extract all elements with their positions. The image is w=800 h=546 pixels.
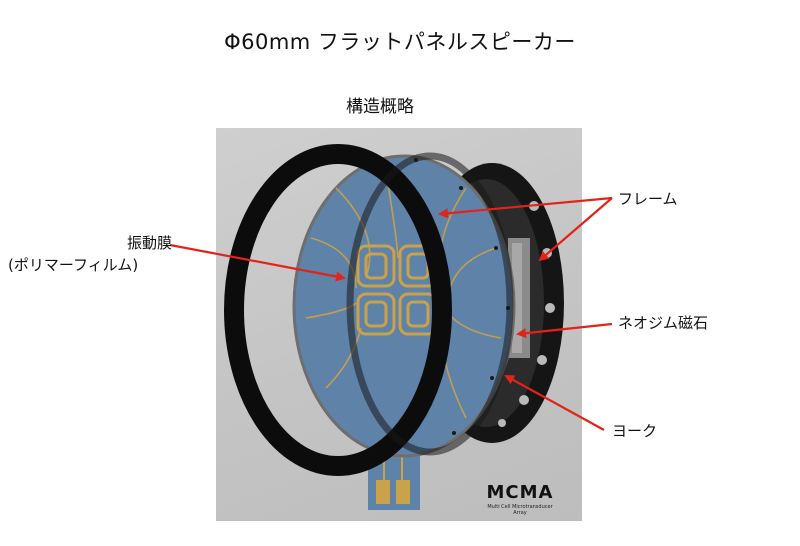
tail-pad-right [396, 480, 410, 504]
mcma-logo: MCMA Multi Cell Microtransducer Array [480, 482, 560, 516]
frame-ring [224, 144, 452, 476]
speaker-render [224, 144, 564, 510]
magnet-arrow [516, 322, 613, 339]
magnet-highlight [512, 243, 522, 353]
speaker-illustration [216, 128, 582, 521]
frame-label: フレーム [618, 190, 678, 208]
diaphragm-label: 振動膜 [68, 232, 172, 253]
page-title: Φ60mm フラットパネルスピーカー [224, 30, 576, 54]
yoke-label: ヨーク [612, 422, 658, 440]
frame-arrow-1 [438, 196, 613, 219]
frame-ring-back [346, 152, 514, 456]
mcma-logo-subtext: Multi Cell Microtransducer Array [487, 504, 553, 516]
diagram-subtitle: 構造概略 [346, 97, 414, 117]
diaphragm-sublabel: (ポリマーフィルム) [8, 256, 139, 274]
diaphragm-film [294, 156, 514, 456]
frame-arrow-2 [538, 197, 613, 262]
mcma-logo-mark: MCMA [486, 482, 554, 503]
yoke-arrow [504, 375, 605, 431]
tail-pad-left [376, 480, 390, 504]
diaphragm-arrow [169, 243, 346, 282]
diaphragm-label-line1: 振動膜 [126, 234, 172, 252]
diaphragm-edge [292, 154, 516, 458]
magnet-label: ネオジム磁石 [618, 314, 709, 332]
